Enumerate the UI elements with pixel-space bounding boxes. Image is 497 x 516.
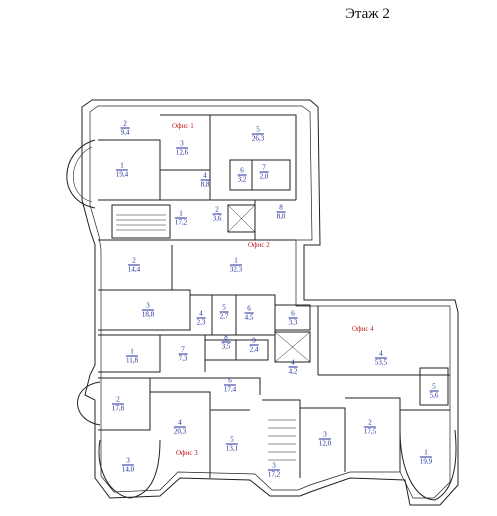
inner-wall [89, 105, 451, 499]
floor-title: Этаж 2 [345, 6, 390, 22]
office-1-label: Офис 1 [172, 122, 194, 130]
bay-window-left [77, 381, 101, 426]
outer-wall [81, 99, 459, 506]
office-3-label: Офис 3 [176, 449, 198, 457]
bay-window-bottom-right [399, 429, 457, 501]
bay-window-bottom-left [98, 439, 161, 499]
office-2-label: Офис 2 [248, 241, 270, 249]
office-4-label: Офис 4 [352, 325, 374, 333]
bay-window-top-left [66, 139, 96, 209]
